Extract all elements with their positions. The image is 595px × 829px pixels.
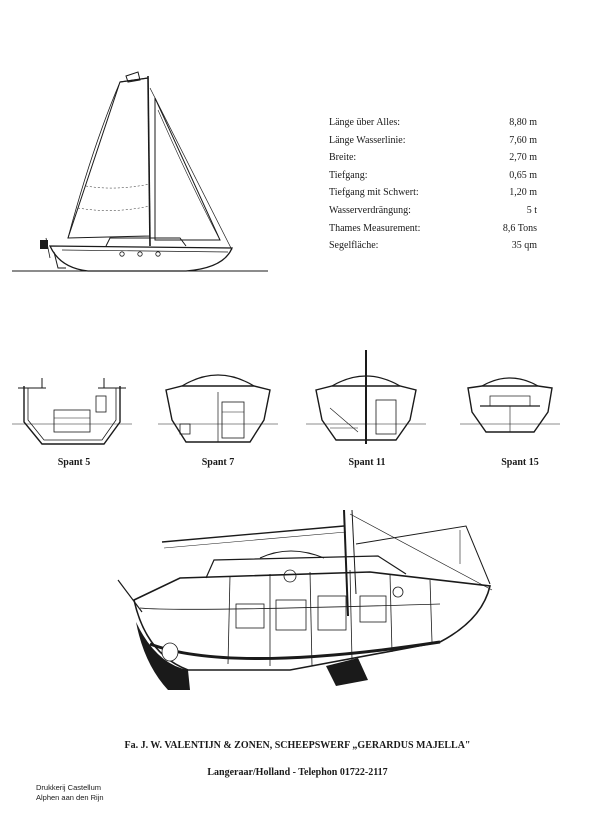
section-drawing-spant-15 bbox=[460, 377, 560, 433]
spec-row: Wasserverdrängung: 5 t bbox=[329, 202, 537, 220]
spec-value: 2,70 m bbox=[509, 152, 537, 164]
company-name: Fa. J. W. VALENTIJN & ZONEN, SCHEEPSWERF… bbox=[124, 740, 471, 751]
spec-row: Thames Measurement: 8,6 Tons bbox=[329, 220, 537, 238]
spec-value: 5 t bbox=[526, 204, 537, 216]
section-label-spant-5: Spant 5 bbox=[57, 457, 91, 468]
spec-value: 8,80 m bbox=[509, 117, 537, 128]
spec-row: Tiefgang: 0,65 m bbox=[329, 167, 537, 185]
spec-label: Segelfläche: bbox=[329, 240, 379, 252]
section-drawing-spant-5 bbox=[12, 378, 132, 445]
spec-value: 0,65 m bbox=[509, 169, 537, 181]
spec-row: Breite: 2,70 m bbox=[329, 149, 537, 167]
section-label-spant-15: Spant 15 bbox=[501, 457, 539, 468]
cutaway-perspective-drawing bbox=[117, 509, 493, 690]
sail-plan-drawing bbox=[12, 71, 268, 272]
spec-row: Länge über Alles: 8,80 m bbox=[329, 114, 537, 132]
spec-label: Tiefgang mit Schwert: bbox=[329, 187, 419, 199]
spec-value: 1,20 m bbox=[509, 187, 537, 199]
printer-line-1: Drukkerij Castellum bbox=[36, 783, 102, 792]
printer-line-2: Alphen aan den Rijn bbox=[36, 793, 104, 802]
spec-label: Tiefgang: bbox=[329, 169, 368, 181]
spec-row: Länge Wasserlinie: 7,60 m bbox=[329, 132, 537, 150]
spec-label: Breite: bbox=[329, 152, 357, 164]
section-drawing-spant-7 bbox=[158, 374, 278, 443]
spec-value: 7,60 m bbox=[509, 134, 537, 146]
spec-value: 8,6 Tons bbox=[502, 222, 537, 234]
specifications-table: Länge über Alles: 8,80 m Länge Wasserlin… bbox=[329, 114, 537, 255]
company-address: Langeraar/Holland - Telephon 01722-2117 bbox=[207, 767, 388, 778]
section-drawing-spant-11 bbox=[306, 350, 426, 444]
spec-label: Wasserverdrängung: bbox=[329, 204, 411, 216]
spec-label: Länge über Alles: bbox=[329, 117, 401, 128]
spec-row: Segelfläche: 35 qm bbox=[329, 237, 537, 255]
section-label-spant-7: Spant 7 bbox=[201, 457, 235, 468]
spec-label: Länge Wasserlinie: bbox=[329, 134, 406, 146]
spec-label: Thames Measurement: bbox=[329, 222, 421, 234]
spec-row: Tiefgang mit Schwert: 1,20 m bbox=[329, 184, 537, 202]
spec-value: 35 qm bbox=[511, 240, 537, 252]
section-label-spant-11: Spant 11 bbox=[348, 457, 386, 468]
printer-credit: Drukkerij Castellum Alphen aan den Rijn bbox=[36, 783, 104, 803]
